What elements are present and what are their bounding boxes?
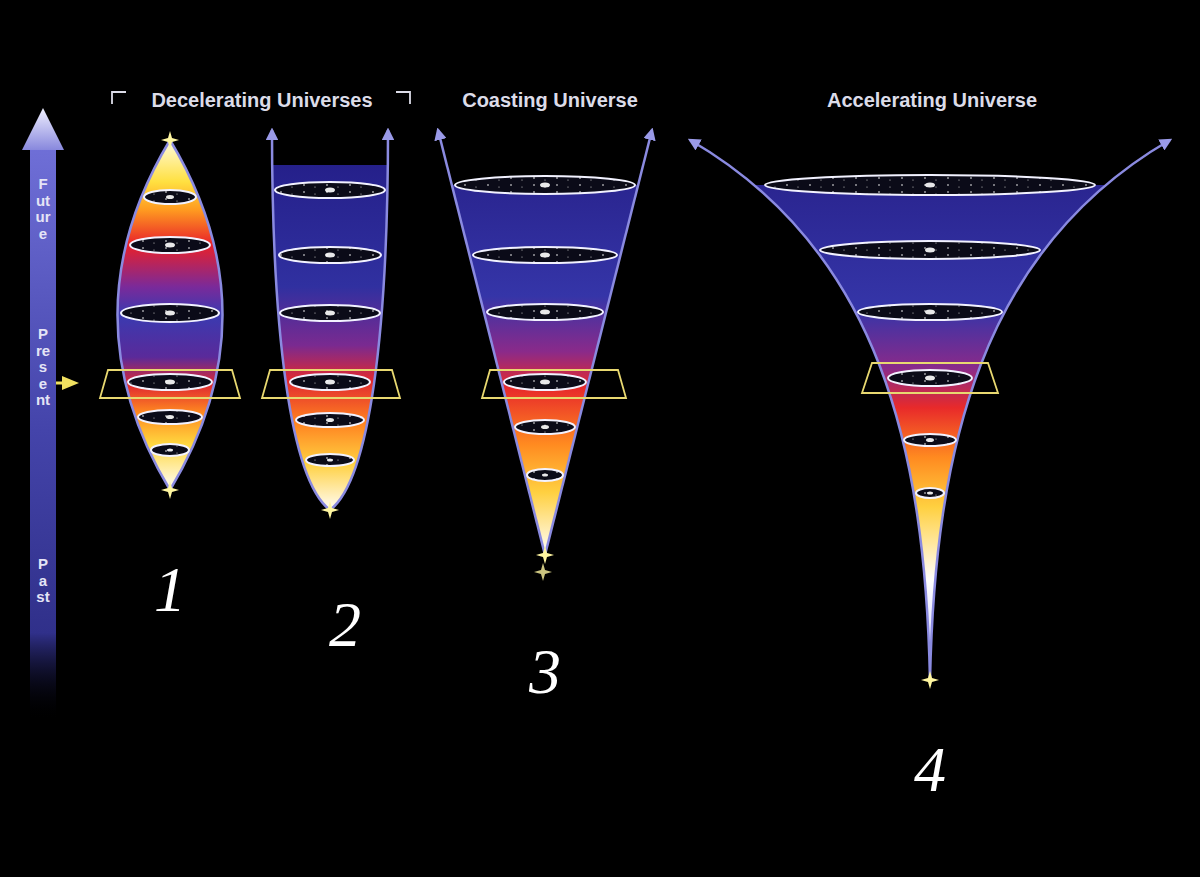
galaxy	[325, 380, 335, 385]
big-bang-star	[161, 481, 179, 499]
callout-number: 2	[329, 593, 361, 657]
galaxy	[925, 376, 935, 381]
space-disk	[280, 305, 380, 321]
space-disk	[487, 304, 603, 320]
big-crunch-star	[161, 131, 179, 149]
axis-label: Present	[36, 326, 51, 409]
space-disk	[858, 304, 1002, 320]
galaxy	[165, 311, 175, 316]
space-disk	[515, 420, 575, 434]
axis-arrowhead	[22, 108, 64, 150]
space-disk	[130, 237, 210, 253]
universe-fill	[440, 185, 650, 557]
space-disk	[306, 454, 354, 466]
galaxy	[925, 183, 935, 188]
panel-title: Accelerating Universe	[827, 88, 1037, 112]
space-disk	[916, 488, 944, 498]
space-disks	[275, 182, 385, 466]
big-bang-star	[536, 546, 554, 564]
closed-universe	[100, 131, 240, 499]
time-axis	[22, 108, 79, 720]
universe-outline	[272, 130, 388, 510]
galaxy	[325, 311, 335, 316]
space-disk	[765, 175, 1095, 195]
decelerating-universe	[262, 130, 400, 519]
space-disks	[765, 175, 1095, 498]
galaxy	[541, 425, 549, 429]
galaxy	[166, 195, 174, 199]
expansion-arrow	[690, 140, 930, 680]
galaxy	[166, 415, 174, 419]
galaxy	[325, 188, 335, 193]
galaxy	[927, 492, 933, 495]
space-disk	[121, 304, 219, 322]
galaxy	[326, 418, 334, 422]
space-disk	[138, 410, 202, 424]
space-disk	[455, 176, 635, 194]
space-disk	[888, 370, 972, 386]
galaxy	[327, 459, 333, 462]
coasting-universe	[438, 130, 652, 581]
universe-outline	[690, 140, 1170, 680]
space-disks	[121, 190, 219, 456]
space-disk	[296, 413, 364, 427]
galaxy	[926, 438, 934, 442]
galaxies	[325, 188, 335, 462]
space-disk	[279, 247, 381, 263]
space-disk	[473, 247, 617, 263]
galaxy	[925, 310, 935, 315]
panel-title: Decelerating Universes	[151, 88, 372, 112]
space-disk	[820, 241, 1040, 259]
galaxy	[167, 449, 173, 452]
present-frame	[862, 363, 998, 393]
galaxy	[540, 253, 550, 258]
panel-title: Coasting Universe	[462, 88, 638, 112]
axis-label: Future	[36, 176, 51, 242]
accelerating-universe	[690, 140, 1170, 689]
callout-number: 1	[154, 558, 186, 622]
space-disk	[527, 469, 563, 481]
space-disk	[128, 374, 212, 390]
galaxy	[165, 380, 175, 385]
galaxies	[165, 195, 175, 452]
universe-fill	[700, 185, 1160, 682]
present-frame	[100, 370, 240, 398]
universe-outline	[118, 140, 223, 490]
space-disks	[455, 176, 635, 481]
space-disk	[275, 182, 385, 198]
expansion-arrow	[930, 140, 1170, 680]
bracket-right	[396, 92, 410, 104]
axis-band	[30, 140, 56, 720]
universe-outline	[438, 130, 652, 555]
galaxy	[540, 183, 550, 188]
galaxy	[165, 243, 175, 248]
bracket-left	[112, 92, 126, 104]
present-frame	[262, 370, 400, 398]
big-bang-spark	[534, 563, 552, 581]
galaxies	[925, 183, 935, 495]
space-disk	[290, 374, 370, 390]
callout-number: 3	[529, 640, 561, 704]
present-pointer-head	[62, 376, 79, 390]
galaxies	[540, 183, 550, 477]
big-bang-star	[921, 671, 939, 689]
callout-number: 4	[914, 738, 946, 802]
universe-fill	[265, 165, 395, 515]
galaxy	[540, 380, 550, 385]
galaxy	[540, 310, 550, 315]
galaxy	[542, 474, 548, 477]
present-frame	[482, 370, 626, 398]
axis-label: Past	[36, 556, 51, 606]
big-bang-star	[321, 501, 339, 519]
space-disk	[904, 434, 956, 446]
galaxy	[925, 248, 935, 253]
space-disk	[144, 190, 196, 204]
space-disk	[151, 444, 189, 456]
galaxy	[325, 253, 335, 258]
space-disk	[504, 374, 586, 390]
